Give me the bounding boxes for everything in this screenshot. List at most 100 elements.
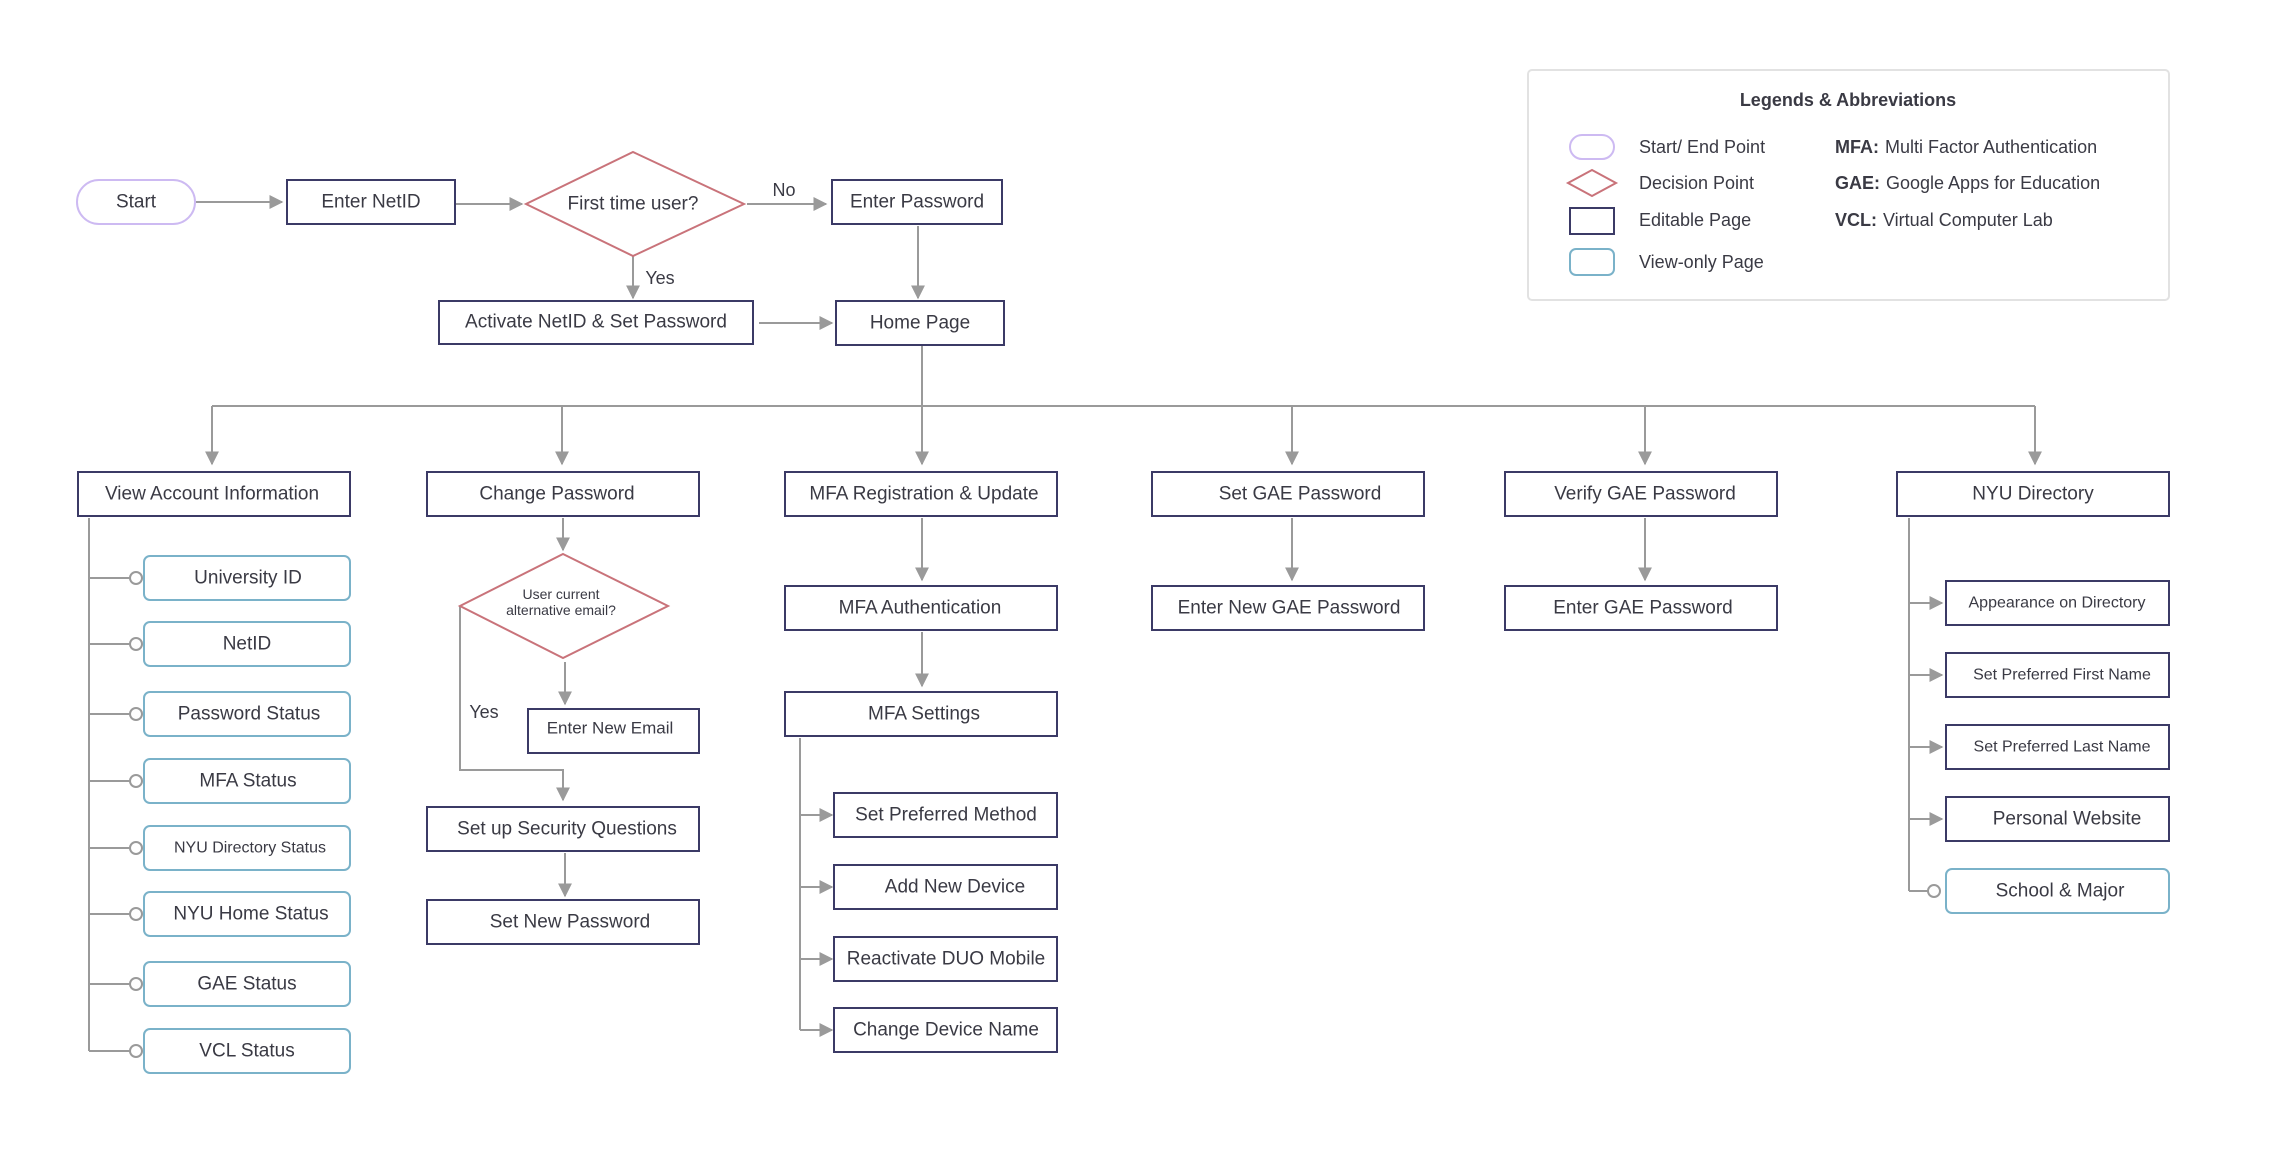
alt-email-line2: alternative email? (506, 602, 616, 618)
verify-gae-node[interactable]: Verify GAE Password (1504, 471, 1778, 517)
view-item-vcl-status[interactable]: VCL Status (143, 1028, 351, 1074)
legend-shape-label: Start/ End Point (1639, 137, 1765, 157)
first-time-user-decision[interactable]: First time user? (523, 150, 747, 258)
start-node[interactable]: Start (76, 179, 196, 225)
home-page-label: Home Page (870, 313, 970, 334)
connector-endpoint (129, 637, 143, 651)
view-item-label: NYU Directory Status (174, 840, 326, 857)
alt-email-yes-label: Yes (469, 702, 498, 722)
view-item-directory-status[interactable]: NYU Directory Status (143, 825, 351, 871)
mfa-authentication-node[interactable]: MFA Authentication (784, 585, 1058, 631)
legend-title: Legends & Abbreviations (1740, 90, 1956, 110)
directory-item-first-name[interactable]: Set Preferred First Name (1945, 652, 2170, 698)
enter-gae-node[interactable]: Enter GAE Password (1504, 585, 1778, 631)
enter-netid-label: Enter NetID (321, 192, 420, 213)
view-item-university-id[interactable]: University ID (143, 555, 351, 601)
enter-password-node[interactable]: Enter Password (831, 179, 1003, 225)
connector-endpoint (129, 571, 143, 585)
view-item-label: NetID (223, 634, 272, 655)
legend-border (1527, 69, 2170, 301)
connector-endpoint (129, 707, 143, 721)
view-item-label: GAE Status (197, 974, 296, 995)
directory-column: NYU Directory Appearance on Directory Se… (1896, 471, 2170, 914)
directory-view-item-label: School & Major (1996, 881, 2126, 902)
connector-endpoint (1927, 884, 1941, 898)
start-label: Start (116, 192, 157, 213)
connector-endpoint (129, 774, 143, 788)
directory-label: NYU Directory (1972, 484, 2094, 505)
view-item-label: VCL Status (199, 1041, 294, 1062)
mfa-authentication-label: MFA Authentication (839, 598, 1002, 619)
connector-endpoint (129, 907, 143, 921)
directory-item-label: Appearance on Directory (1969, 595, 2146, 612)
enter-new-gae-node[interactable]: Enter New GAE Password (1151, 585, 1425, 631)
mfa-item-add-device[interactable]: Add New Device (833, 864, 1058, 910)
set-gae-node[interactable]: Set GAE Password (1151, 471, 1425, 517)
mfa-registration-node[interactable]: MFA Registration & Update (784, 471, 1058, 517)
connectors (88, 195, 2042, 1058)
set-new-password-node[interactable]: Set New Password (426, 899, 700, 945)
view-item-mfa-status[interactable]: MFA Status (143, 758, 351, 804)
change-password-column: Change Password User current alternative… (426, 471, 700, 945)
mfa-settings-label: MFA Settings (868, 704, 980, 725)
enter-new-gae-label: Enter New GAE Password (1178, 598, 1401, 619)
view-item-label: NYU Home Status (173, 904, 328, 925)
activate-netid-label: Activate NetID & Set Password (465, 312, 727, 333)
legend-abbr-full: Google Apps for Education (1886, 173, 2100, 193)
directory-item-school-major[interactable]: School & Major (1945, 868, 2170, 914)
directory-item-appearance[interactable]: Appearance on Directory (1945, 580, 2170, 626)
legend-abbreviation: GAE: Google Apps for Education (1835, 173, 2100, 193)
legend-abbr: MFA: (1835, 137, 1879, 157)
directory-item-label: Set Preferred Last Name (1974, 739, 2151, 756)
enter-password-label: Enter Password (850, 192, 984, 213)
security-questions-label: Set up Security Questions (457, 819, 677, 840)
activate-netid-node[interactable]: Activate NetID & Set Password (438, 300, 754, 345)
alt-email-decision[interactable]: User current alternative email? (457, 552, 671, 660)
view-item-gae-status[interactable]: GAE Status (143, 961, 351, 1007)
view-item-nyu-home-status[interactable]: NYU Home Status (143, 891, 351, 937)
directory-item-personal-website[interactable]: Personal Website (1945, 796, 2170, 842)
change-password-node[interactable]: Change Password (426, 471, 700, 517)
legend-editable-icon (1569, 207, 1615, 235)
connector-endpoint (129, 977, 143, 991)
mfa-item-label: Set Preferred Method (855, 805, 1037, 826)
legend-start-end-icon (1569, 134, 1615, 160)
mfa-item-label: Add New Device (885, 877, 1025, 898)
view-item-password-status[interactable]: Password Status (143, 691, 351, 737)
directory-node[interactable]: NYU Directory (1896, 471, 2170, 517)
set-gae-label: Set GAE Password (1219, 484, 1382, 505)
legend-abbreviation: MFA: Multi Factor Authentication (1835, 137, 2097, 157)
enter-netid-node[interactable]: Enter NetID (286, 179, 456, 225)
legend-abbr-full: Virtual Computer Lab (1883, 210, 2053, 230)
first-time-user-label: First time user? (568, 194, 699, 215)
directory-item-last-name[interactable]: Set Preferred Last Name (1945, 724, 2170, 770)
directory-item-label: Set Preferred First Name (1973, 667, 2151, 684)
view-item-label: MFA Status (199, 771, 296, 792)
view-account-node[interactable]: View Account Information (77, 471, 351, 517)
view-account-column: View Account Information University ID N… (77, 471, 351, 1074)
directory-item-label: Personal Website (1993, 809, 2142, 830)
legend-abbr: GAE: (1835, 173, 1880, 193)
enter-new-email-node[interactable]: Enter New Email (527, 708, 700, 754)
legend-abbr-full: Multi Factor Authentication (1885, 137, 2097, 157)
verify-gae-column: Verify GAE Password Enter GAE Password (1504, 471, 1778, 631)
security-questions-node[interactable]: Set up Security Questions (426, 806, 700, 852)
mfa-settings-node[interactable]: MFA Settings (784, 691, 1058, 737)
view-item-netid[interactable]: NetID (143, 621, 351, 667)
mfa-item-change-device-name[interactable]: Change Device Name (833, 1007, 1058, 1053)
no-label: No (772, 180, 795, 200)
legend-shape-label: Editable Page (1639, 210, 1751, 230)
mfa-item-reactivate-duo[interactable]: Reactivate DUO Mobile (833, 936, 1058, 982)
verify-gae-label: Verify GAE Password (1554, 484, 1736, 505)
legend-decision-icon (1565, 168, 1619, 198)
home-page-node[interactable]: Home Page (835, 300, 1005, 346)
mfa-registration-label: MFA Registration & Update (809, 484, 1038, 505)
view-account-label: View Account Information (105, 484, 319, 505)
enter-gae-label: Enter GAE Password (1553, 598, 1733, 619)
mfa-item-preferred-method[interactable]: Set Preferred Method (833, 792, 1058, 838)
connector-decision-yes-to-security (459, 606, 570, 802)
legend-shape-label: Decision Point (1639, 173, 1754, 193)
view-item-label: University ID (194, 568, 302, 589)
alt-email-line1: User current (522, 586, 599, 602)
